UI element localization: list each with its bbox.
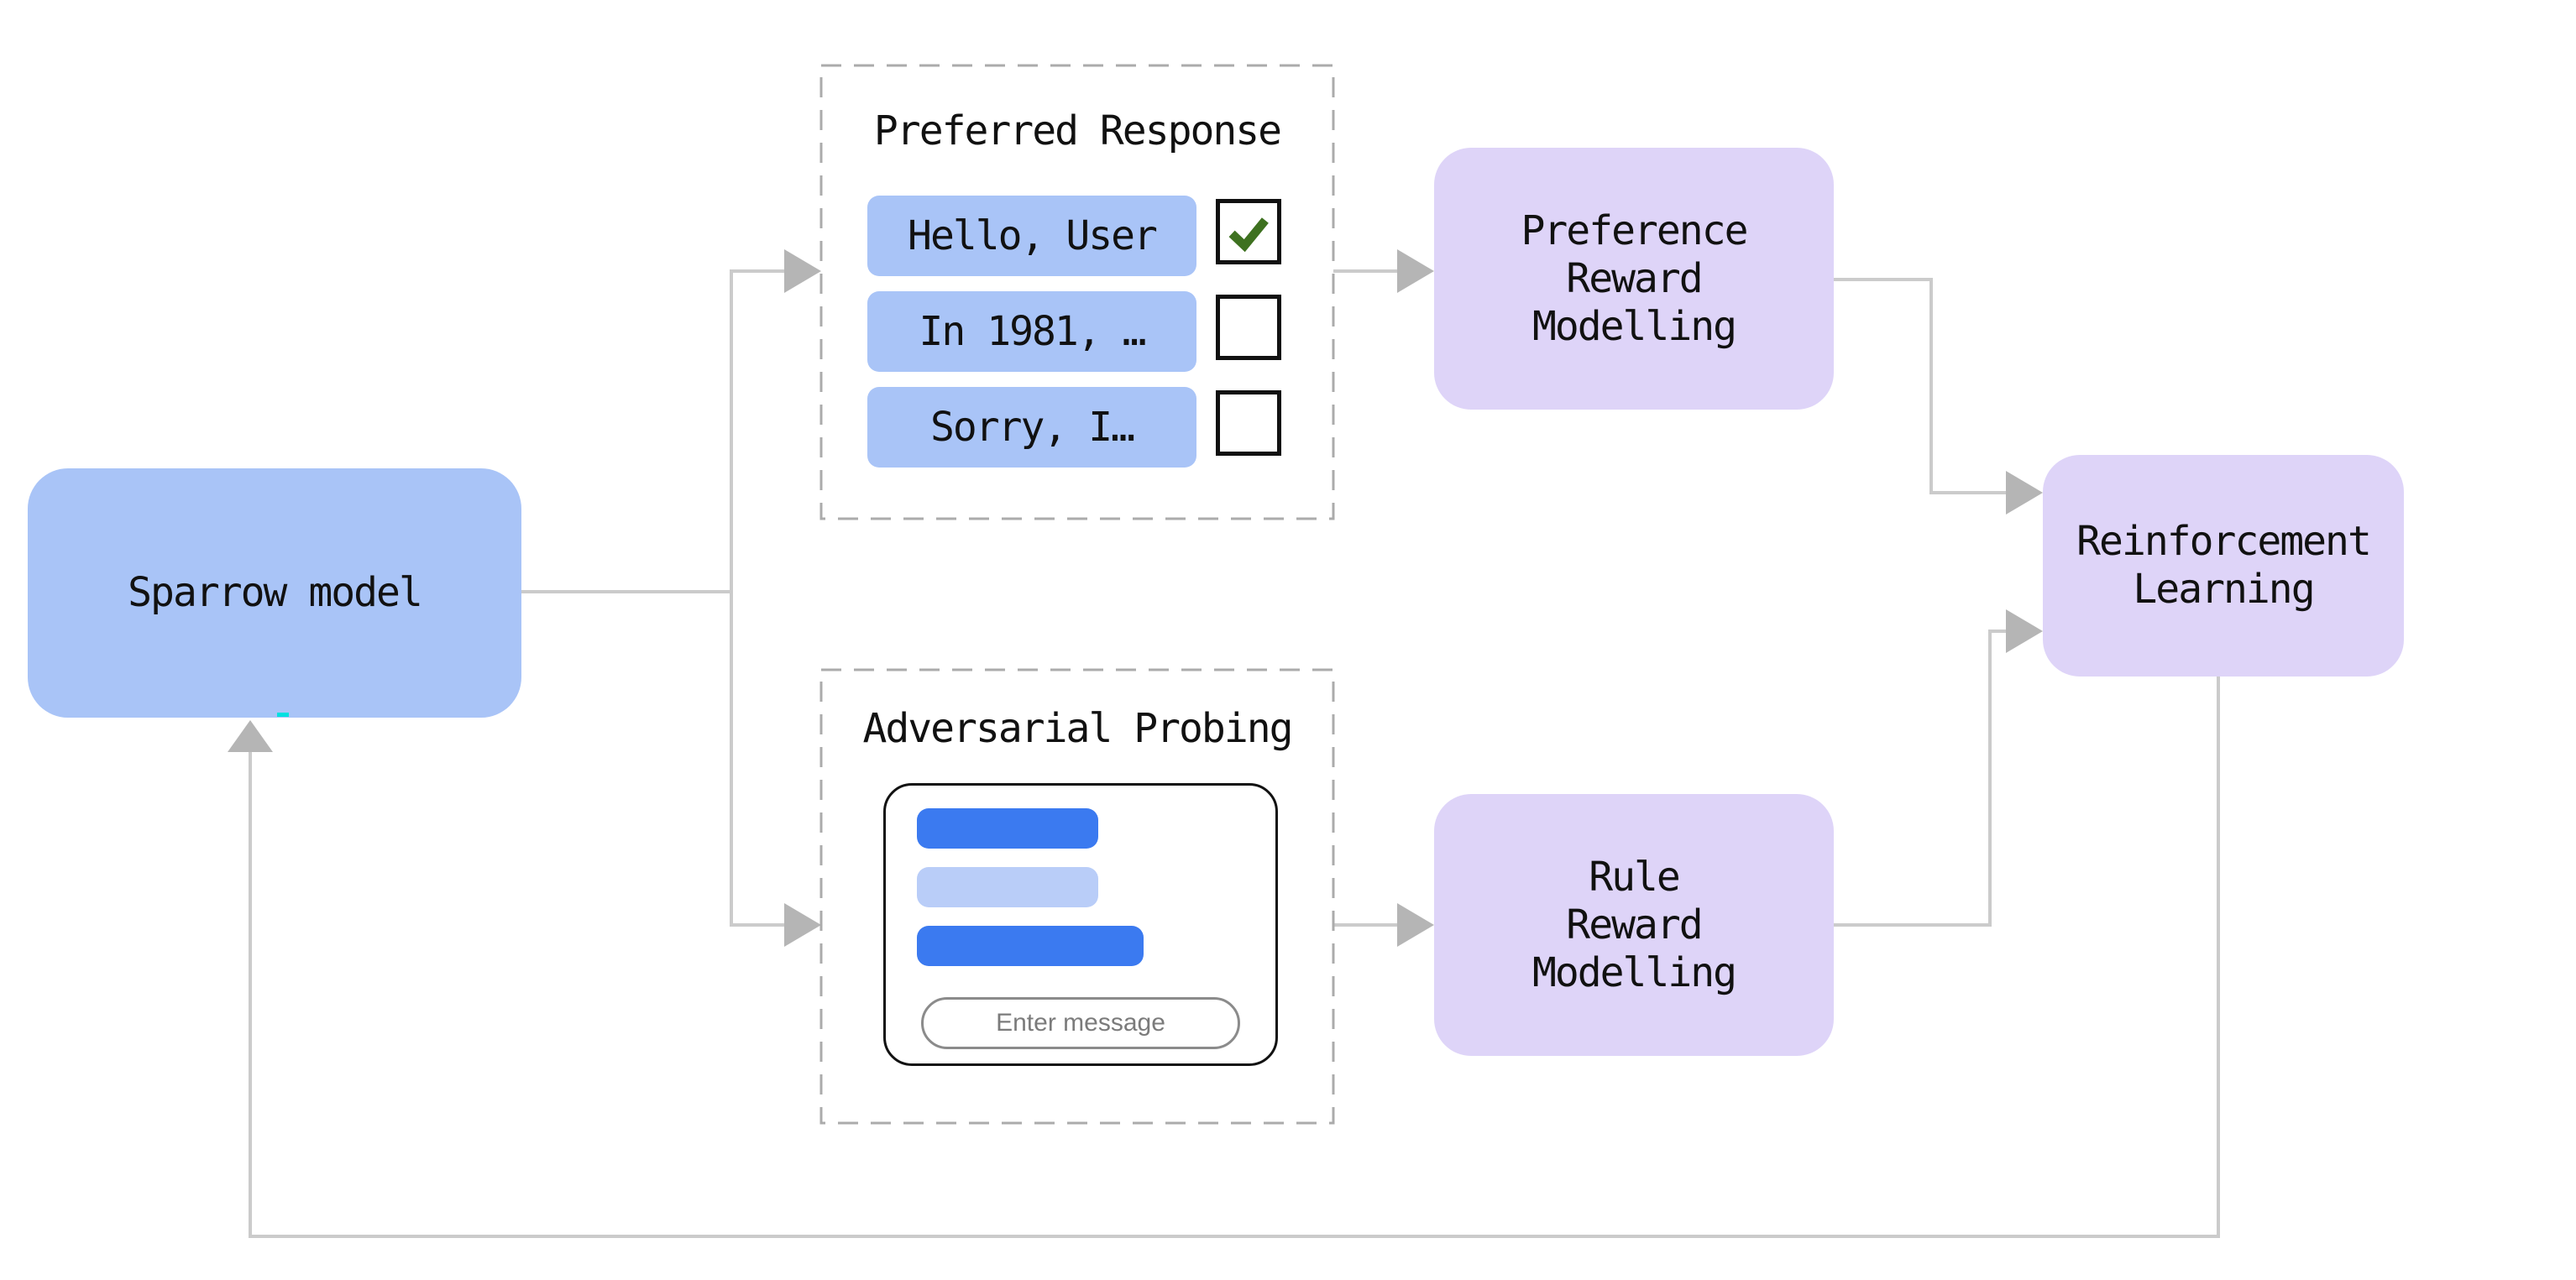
- response-checkbox[interactable]: [1216, 390, 1281, 456]
- checkmark-icon: [1228, 217, 1269, 253]
- node-label-line: Reward: [1566, 901, 1703, 948]
- arrowhead-into-rrm-icon: [1397, 903, 1434, 947]
- connector-prm-to-rl: [1834, 278, 2006, 494]
- arrowhead-into-sparrow-icon: [228, 720, 273, 752]
- response-option-bar: Hello, User: [867, 196, 1196, 276]
- response-option-label: Hello, User: [908, 212, 1158, 259]
- connector-rrm-to-rl: [1834, 630, 2006, 927]
- node-label-line: Reinforcement: [2076, 518, 2372, 565]
- adversarial-probing-title: Adversarial Probing: [862, 705, 1293, 752]
- message-input[interactable]: Enter message: [921, 997, 1240, 1049]
- connector-branch: [730, 269, 786, 927]
- cursor-artifact: [277, 713, 289, 717]
- arrowhead-into-rl-bottom-icon: [2006, 609, 2043, 653]
- adversarial-probing-dashed-frame: [819, 668, 1335, 1125]
- reinforcement-learning-node: Reinforcement Learning: [2043, 455, 2404, 677]
- response-option-label: Sorry, I…: [929, 404, 1135, 451]
- arrowhead-into-rl-top-icon: [2006, 471, 2043, 515]
- preferred-response-dashed-frame: [819, 64, 1335, 520]
- node-label-line: Reward: [1566, 254, 1703, 302]
- chat-message-bubble: [917, 867, 1098, 907]
- sparrow-model-node: Sparrow model: [28, 468, 521, 718]
- chat-message-bubble: [917, 926, 1144, 966]
- node-label-line: Preference: [1521, 206, 1749, 254]
- node-label-line: Modelling: [1531, 948, 1737, 996]
- preference-reward-modelling-node: Preference Reward Modelling: [1434, 148, 1834, 410]
- chat-message-bubble: [917, 808, 1098, 849]
- response-checkbox[interactable]: [1216, 295, 1281, 360]
- node-label-line: Learning: [2133, 566, 2315, 613]
- sparrow-model-label: Sparrow model: [128, 569, 423, 616]
- arrowhead-into-preferred-icon: [784, 249, 821, 293]
- rule-reward-modelling-node: Rule Reward Modelling: [1434, 794, 1834, 1056]
- response-option-bar: Sorry, I…: [867, 387, 1196, 468]
- arrowhead-into-prm-icon: [1397, 249, 1434, 293]
- response-option-label: In 1981, …: [919, 308, 1147, 355]
- connector-feedback-loop: [249, 677, 2220, 1238]
- response-checkbox[interactable]: [1216, 199, 1281, 264]
- node-label-line: Modelling: [1531, 302, 1737, 350]
- connector-lines: [249, 269, 2220, 1238]
- node-label-line: Rule: [1589, 853, 1681, 901]
- preferred-response-title: Preferred Response: [873, 107, 1282, 154]
- message-input-placeholder: Enter message: [996, 1009, 1165, 1037]
- arrowhead-into-adversarial-icon: [784, 903, 821, 947]
- response-option-bar: In 1981, …: [867, 291, 1196, 372]
